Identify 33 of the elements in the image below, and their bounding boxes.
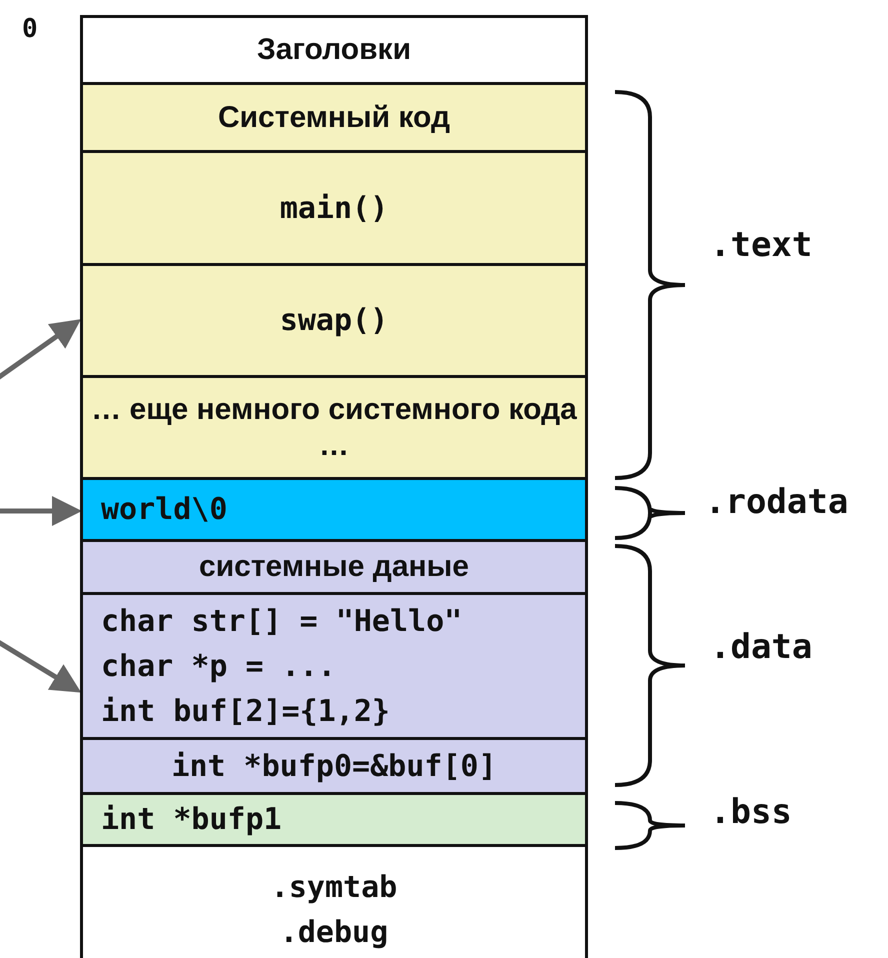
code-text: .symtab [270, 868, 398, 906]
arrow [0, 496, 82, 526]
section-name: .text [710, 225, 812, 265]
memory-section [80, 539, 588, 595]
memory-section [80, 263, 588, 378]
code-text: world\0 [100, 491, 228, 529]
code-text: .debug [278, 914, 390, 952]
code-text: char *p = ... [100, 648, 337, 686]
section-label: системные даные [198, 549, 470, 585]
code-text: int buf[2]={1,2} [100, 692, 391, 730]
arrow [0, 638, 82, 693]
arrow [0, 319, 82, 382]
memory-section [80, 150, 588, 266]
section-label: Заголовки [256, 32, 412, 68]
section-name: .bss [710, 792, 792, 832]
section-name: .data [710, 627, 812, 667]
address-label: 0 [22, 14, 38, 44]
memory-section [80, 592, 588, 740]
memory-section [80, 375, 588, 480]
section-label: Системный код [216, 100, 452, 136]
section-label: … еще немного системного кода … [90, 392, 578, 464]
memory-section [80, 844, 588, 958]
code-text: int *bufp1 [100, 801, 283, 839]
section-name: .rodata [705, 482, 848, 522]
memory-section [80, 792, 588, 847]
code-text: char str[] = "Hello" [100, 602, 464, 640]
code-text: swap() [278, 302, 390, 340]
memory-section [80, 15, 588, 85]
memory-section [80, 82, 588, 153]
code-text: int *bufp0=&buf[0] [170, 748, 498, 786]
memory-section [80, 737, 588, 795]
code-text: main() [278, 190, 390, 228]
memory-section [80, 477, 588, 542]
